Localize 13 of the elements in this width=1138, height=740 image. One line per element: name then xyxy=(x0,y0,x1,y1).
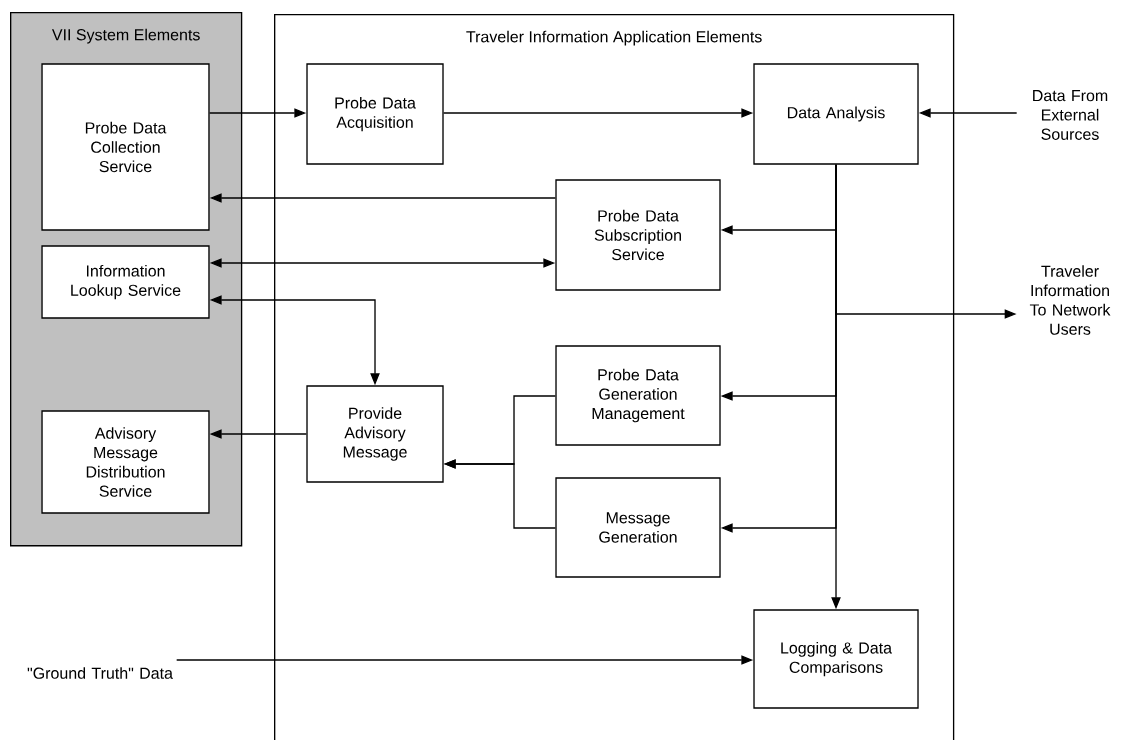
service-box: Advisory Message Distribution Service xyxy=(41,410,210,514)
source-text: "Ground Truth" Data xyxy=(27,667,173,679)
process-box: Message Generation xyxy=(555,477,721,578)
process-box: Probe Data Acquisition xyxy=(306,63,444,165)
service-box: Probe Data Collection Service xyxy=(41,63,210,231)
process-box: Data Analysis xyxy=(753,63,919,165)
process-box: Logging & Data Comparisons xyxy=(753,609,919,709)
output-text: Traveler Information To Network Users xyxy=(1029,265,1111,335)
process-box: Provide Advisory Message xyxy=(306,385,444,483)
process-box: Probe Data Subscription Service xyxy=(555,179,721,291)
source-text: Data From External Sources xyxy=(1033,90,1108,140)
service-box: Information Lookup Service xyxy=(41,245,210,319)
process-box: Probe Data Generation Management xyxy=(555,345,721,446)
